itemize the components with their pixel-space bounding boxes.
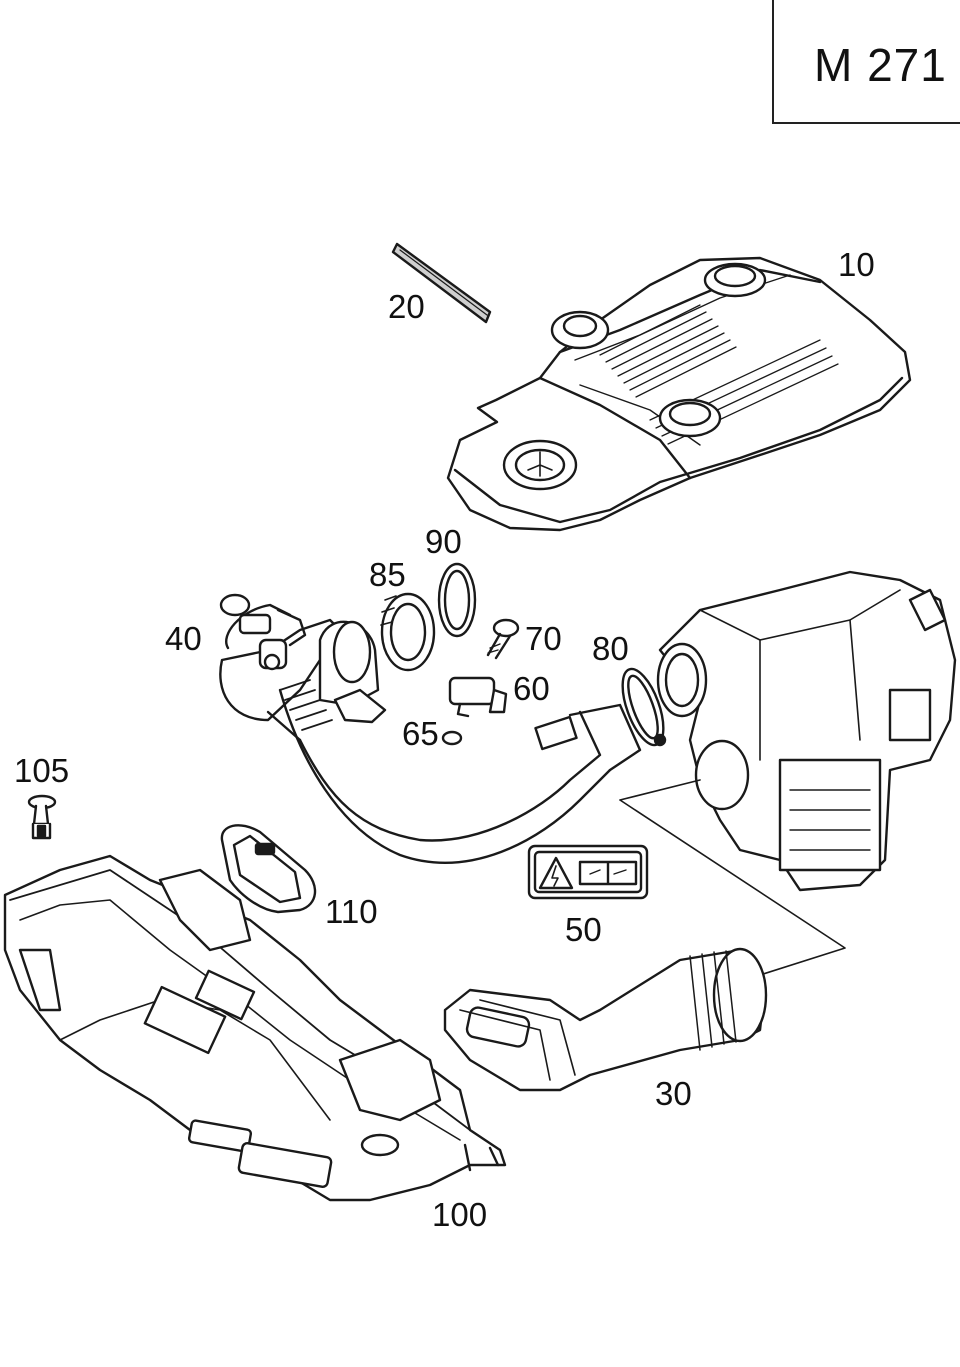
callout-30: 30 <box>655 1075 692 1112</box>
part-50-warning-label <box>527 844 649 900</box>
part-70-screw <box>486 618 520 660</box>
part-100-air-duct <box>3 854 507 1202</box>
part-80-ring <box>621 667 667 747</box>
part-10-engine-cover <box>446 256 912 532</box>
callout-70: 70 <box>525 620 562 657</box>
callout-20: 20 <box>388 288 425 325</box>
engine-code-box: M 271 <box>772 0 960 124</box>
callout-10: 10 <box>838 246 875 283</box>
callout-100: 100 <box>432 1196 488 1233</box>
callout-90: 90 <box>425 523 462 560</box>
callout-105: 105 <box>14 752 70 789</box>
part-105-clip <box>27 794 57 840</box>
part-90-ring <box>437 562 477 638</box>
callout-80: 80 <box>592 630 629 667</box>
part-20-sealing-strip <box>391 242 492 324</box>
callout-110: 110 <box>325 893 378 930</box>
callout-85: 85 <box>369 556 406 593</box>
callout-60: 60 <box>513 670 550 707</box>
callout-40: 40 <box>165 620 202 657</box>
air-filter-housing <box>619 570 957 976</box>
callout-65: 65 <box>402 715 439 752</box>
part-60-sensor <box>448 676 508 718</box>
part-110-frame <box>220 824 317 914</box>
engine-code-label: M 271 <box>814 39 947 91</box>
part-65-o-ring <box>441 730 463 746</box>
part-85-sleeve <box>380 592 436 672</box>
callout-50: 50 <box>565 911 602 948</box>
part-40-intake-pipe <box>219 593 642 864</box>
part-30-filter-element <box>443 947 768 1092</box>
